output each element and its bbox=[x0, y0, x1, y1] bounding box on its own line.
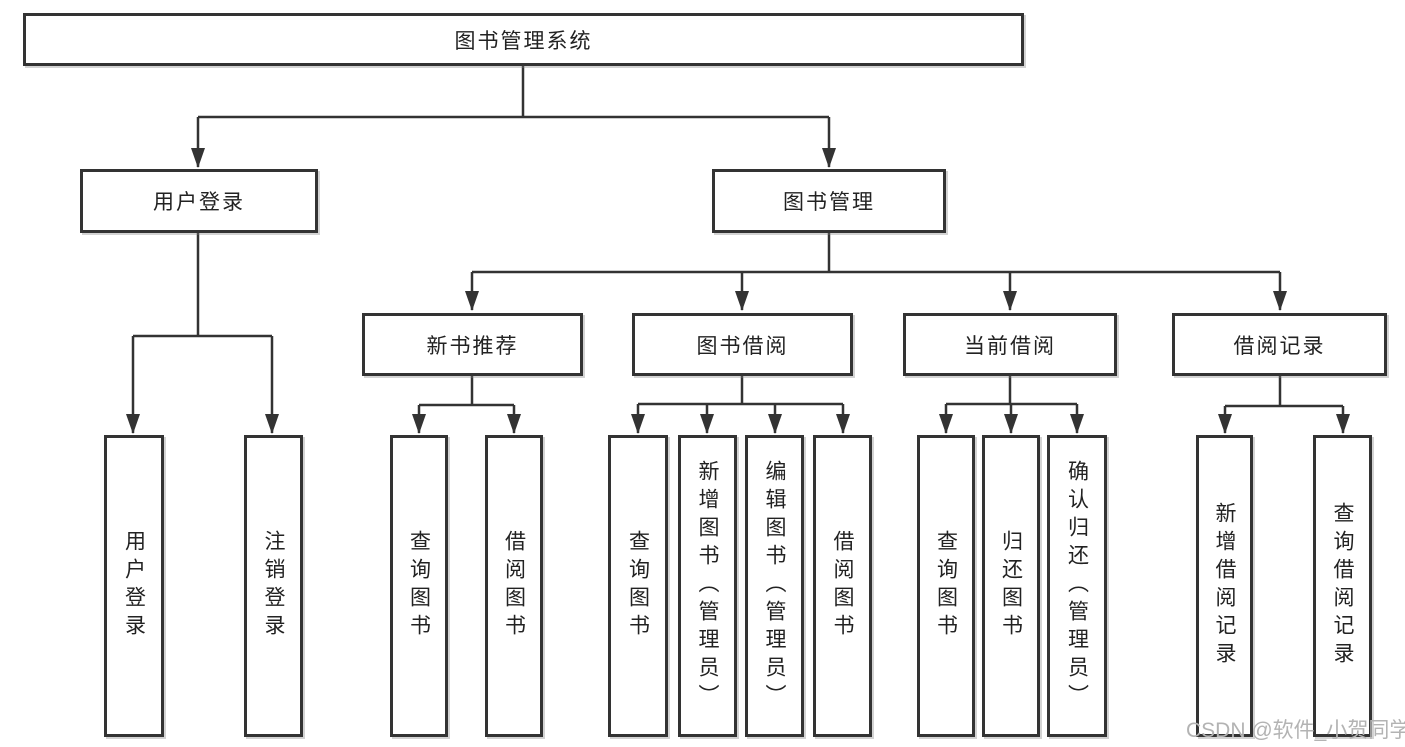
node-new-book-recommendation-label: 新书推荐 bbox=[426, 334, 519, 358]
leaf-cb-confirm-return-admin-label: 确认归还（管理员） bbox=[1065, 460, 1089, 712]
leaf-nb-borrow-books-label: 借阅图书 bbox=[502, 530, 526, 642]
leaf-br-query-borrow-record: 查询借阅记录 bbox=[1313, 435, 1372, 737]
node-user-login: 用户登录 bbox=[80, 169, 318, 233]
node-new-book-recommendation: 新书推荐 bbox=[362, 313, 583, 376]
node-borrowing-records-label: 借阅记录 bbox=[1233, 334, 1326, 358]
leaf-cb-confirm-return-admin: 确认归还（管理员） bbox=[1047, 435, 1107, 737]
node-current-borrowing-label: 当前借阅 bbox=[964, 334, 1056, 358]
leaf-cb-query-books-label: 查询图书 bbox=[934, 530, 958, 642]
leaf-nb-borrow-books: 借阅图书 bbox=[485, 435, 543, 737]
leaf-bb-edit-book-admin-label: 编辑图书（管理员） bbox=[763, 460, 786, 712]
leaf-cb-return-books-label: 归还图书 bbox=[999, 530, 1023, 642]
leaf-br-add-borrow-record: 新增借阅记录 bbox=[1196, 435, 1253, 737]
leaf-bb-borrow-books-label: 借阅图书 bbox=[831, 530, 854, 642]
leaf-br-query-borrow-record-label: 查询借阅记录 bbox=[1331, 502, 1354, 670]
node-book-borrowing: 图书借阅 bbox=[632, 313, 853, 376]
leaf-cb-return-books: 归还图书 bbox=[982, 435, 1040, 737]
node-book-borrowing-label: 图书借阅 bbox=[696, 334, 789, 358]
node-root-label: 图书管理系统 bbox=[454, 29, 593, 53]
leaf-logout-label: 注销登录 bbox=[262, 530, 285, 642]
leaf-user-login-label: 用户登录 bbox=[122, 530, 146, 642]
leaf-bb-add-book-admin: 新增图书（管理员） bbox=[678, 435, 737, 737]
node-borrowing-records: 借阅记录 bbox=[1172, 313, 1387, 376]
leaf-cb-query-books: 查询图书 bbox=[917, 435, 975, 737]
leaf-user-login: 用户登录 bbox=[104, 435, 164, 737]
leaf-bb-query-books: 查询图书 bbox=[608, 435, 668, 737]
node-current-borrowing: 当前借阅 bbox=[903, 313, 1117, 376]
csdn-watermark: CSDN @软件_小贺同学 bbox=[1186, 719, 1405, 742]
leaf-nb-query-books-label: 查询图书 bbox=[407, 530, 431, 642]
leaf-bb-borrow-books: 借阅图书 bbox=[813, 435, 872, 737]
node-book-management-label: 图书管理 bbox=[783, 191, 875, 214]
leaf-bb-edit-book-admin: 编辑图书（管理员） bbox=[745, 435, 804, 737]
node-root-library-management-system: 图书管理系统 bbox=[23, 13, 1024, 66]
leaf-br-add-borrow-record-label: 新增借阅记录 bbox=[1213, 502, 1236, 670]
leaf-logout: 注销登录 bbox=[244, 435, 303, 737]
node-user-login-label: 用户登录 bbox=[153, 191, 245, 214]
leaf-nb-query-books: 查询图书 bbox=[390, 435, 448, 737]
leaf-bb-add-book-admin-label: 新增图书（管理员） bbox=[696, 460, 719, 712]
node-book-management: 图书管理 bbox=[712, 169, 946, 233]
leaf-bb-query-books-label: 查询图书 bbox=[626, 530, 650, 642]
